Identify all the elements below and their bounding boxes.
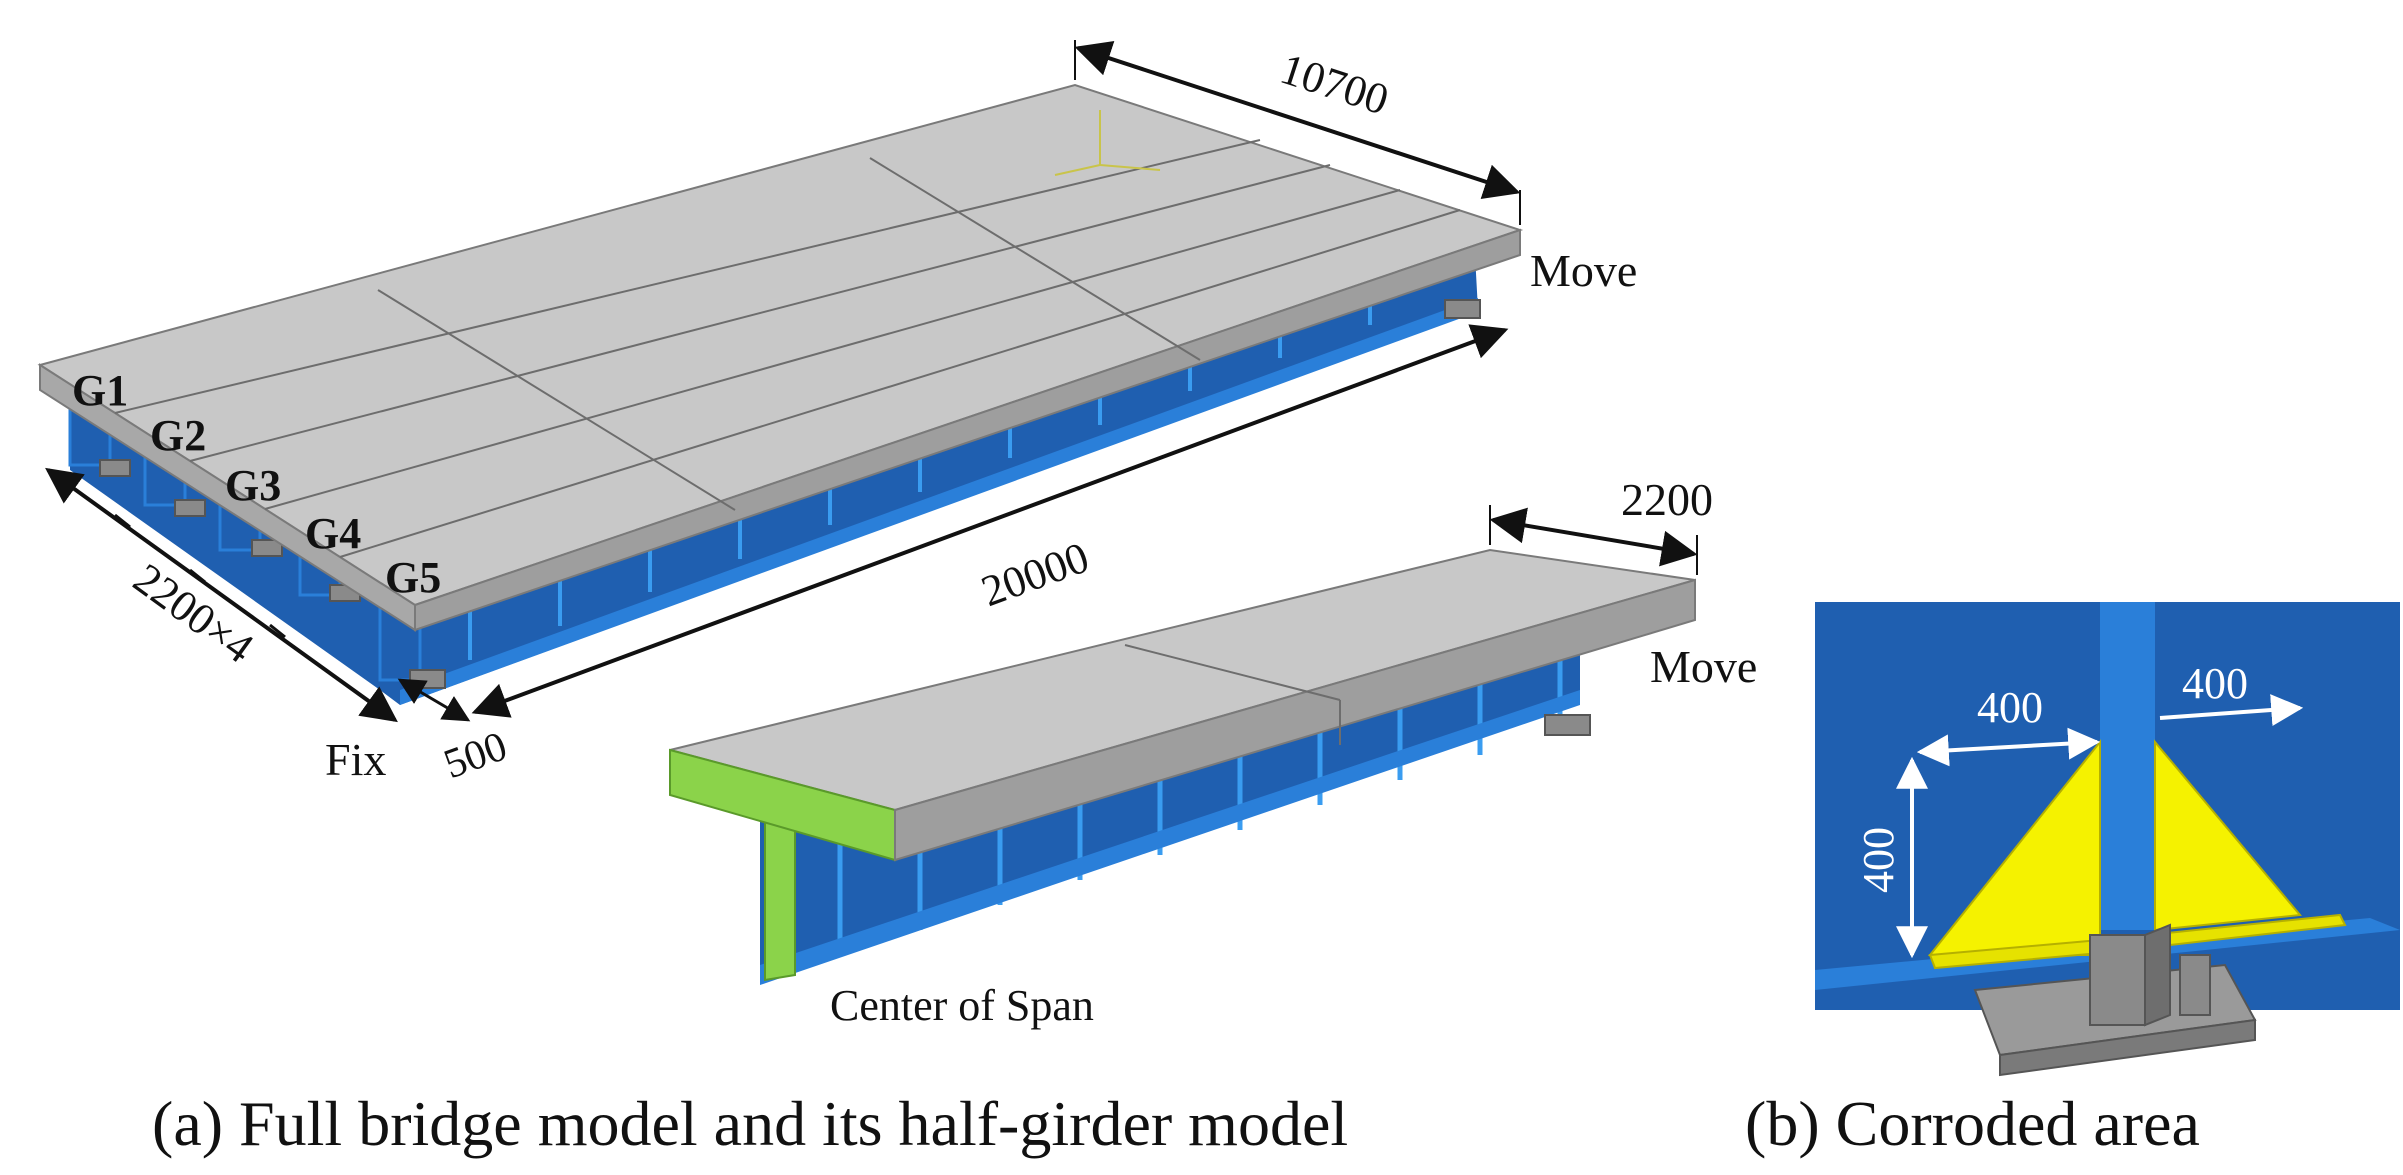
support-b <box>1973 923 2257 1077</box>
label-move-full: Move <box>1530 245 1637 296</box>
label-g1: G1 <box>72 366 128 415</box>
caption-b: (b) Corroded area <box>1745 1088 2200 1159</box>
label-400-left: 400 <box>1977 683 2043 732</box>
deck-side-half <box>894 578 1696 862</box>
corrosion-right <box>2154 739 2302 932</box>
label-2200: 2200 <box>1621 474 1713 525</box>
girder-labels: G1 G2 G3 G4 G5 <box>72 366 441 602</box>
label-500: 500 <box>438 723 513 788</box>
support-half <box>1544 714 1591 736</box>
label-g4: G4 <box>305 509 361 558</box>
half-girder-model <box>669 548 1696 985</box>
label-10700: 10700 <box>1275 44 1395 125</box>
dim-line-right <box>2159 694 2304 727</box>
vertical-stiffener <box>2100 602 2155 930</box>
bottom-flange-half <box>760 690 1580 985</box>
corroded-area-panel: 400 400 400 <box>1815 602 2400 1077</box>
label-400-vertical: 400 <box>1854 827 1903 893</box>
section-cut <box>764 819 796 982</box>
label-center-of-span: Center of Span <box>830 981 1094 1030</box>
label-g5: G5 <box>385 553 441 602</box>
label-fix: Fix <box>325 734 386 785</box>
label-g2: G2 <box>150 411 206 460</box>
caption-a: (a) Full bridge model and its half-girde… <box>152 1088 1348 1159</box>
dim-line-left <box>1916 727 2101 767</box>
label-g3: G3 <box>225 461 281 510</box>
label-move-half: Move <box>1650 641 1757 692</box>
label-400-right: 400 <box>2182 659 2248 708</box>
dim-half-width: 2200 <box>1489 474 1713 575</box>
girder-web-half <box>760 640 1580 980</box>
label-20000: 20000 <box>975 533 1095 617</box>
